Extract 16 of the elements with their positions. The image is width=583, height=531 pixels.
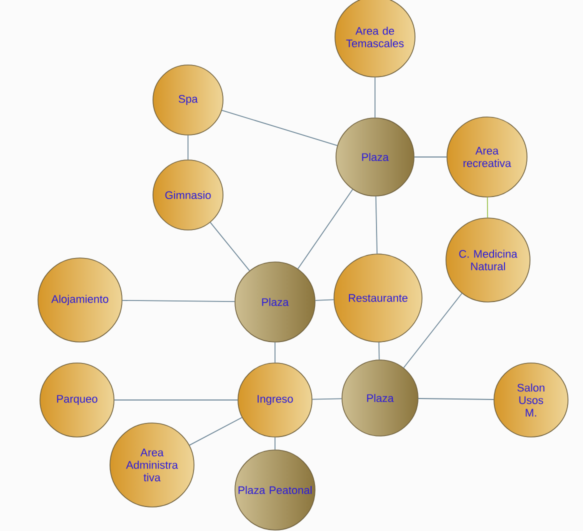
connector-line <box>314 299 334 301</box>
connector-line <box>378 342 380 360</box>
connector-line <box>414 156 448 158</box>
connector-line <box>312 398 342 400</box>
connector-line <box>374 76 376 118</box>
connector-line <box>298 188 354 270</box>
connector-line <box>486 196 488 218</box>
connector-line <box>403 292 462 368</box>
connector-line <box>210 222 250 272</box>
connector-line <box>189 417 242 446</box>
connector-line <box>375 196 378 254</box>
connector-line <box>274 436 276 450</box>
connector-line <box>274 342 276 364</box>
connector-line <box>418 398 494 400</box>
connector-line <box>221 110 338 146</box>
connector-line <box>122 300 236 302</box>
